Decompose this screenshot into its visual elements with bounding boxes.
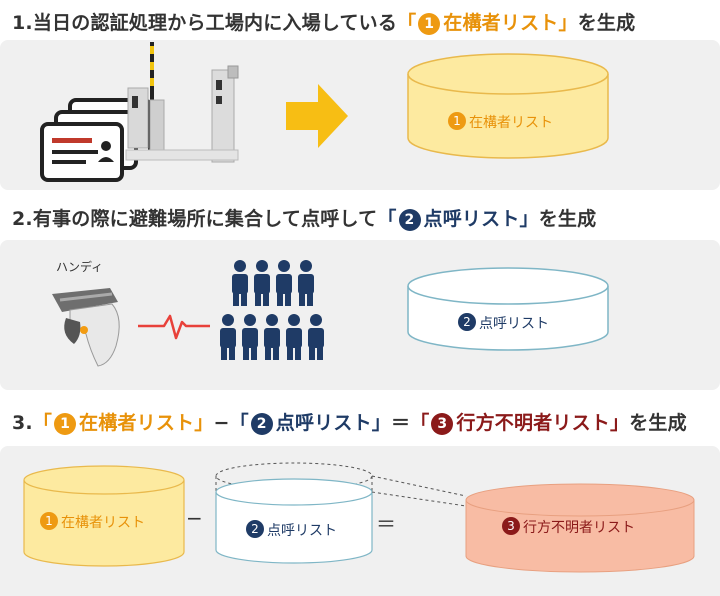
quote-open: 「 xyxy=(32,412,53,434)
badge-2: 2 xyxy=(246,520,264,538)
list-name: 在構者リスト xyxy=(79,412,195,434)
security-gate-icon xyxy=(125,42,239,163)
handheld-scanner-icon xyxy=(52,288,120,367)
quote-open: 「 xyxy=(377,208,397,230)
id-cards-icon xyxy=(40,98,152,182)
badge-1: 1 xyxy=(54,413,77,435)
minus-sign: − xyxy=(213,412,230,434)
quote-close: 」 xyxy=(194,412,214,434)
drum-label-text: 点呼リスト xyxy=(267,523,337,539)
quote-close: 」 xyxy=(558,12,578,34)
quote-close: 」 xyxy=(371,412,391,434)
people-group-icon xyxy=(220,260,324,360)
equals-sign: ＝ xyxy=(391,412,411,434)
badge-3: 3 xyxy=(431,413,454,435)
device-label: ハンディ xyxy=(56,260,104,274)
quote-open: 「 xyxy=(410,412,430,434)
drum-label-text: 在構者リスト xyxy=(469,115,553,131)
quote-open: 「 xyxy=(229,412,249,434)
section-3-suffix: を生成 xyxy=(629,412,687,434)
badge-1: 1 xyxy=(418,13,441,35)
badge-2: 2 xyxy=(250,413,273,435)
attendance-list-drum-small xyxy=(23,465,185,567)
section-2-number: 2. xyxy=(12,208,33,230)
equation-equals: ＝ xyxy=(376,512,396,536)
equation-minus: − xyxy=(186,506,203,530)
badge-1: 1 xyxy=(448,112,466,130)
list-name: 点呼リスト xyxy=(275,412,372,434)
list-name: 在構者リスト xyxy=(443,12,559,34)
section-1-text: 当日の認証処理から工場内に入場している xyxy=(32,12,398,34)
section-2-suffix: を生成 xyxy=(538,208,597,230)
attendance-list-drum xyxy=(407,53,609,159)
right-arrow-icon xyxy=(286,84,348,148)
section-1-suffix: を生成 xyxy=(577,12,636,34)
list-name: 行方不明者リスト xyxy=(456,412,611,434)
drum-label-text: 在構者リスト xyxy=(61,515,145,531)
drum-label-text: 点呼リスト xyxy=(479,316,549,332)
badge-2: 2 xyxy=(458,313,476,331)
rollcall-list-drum xyxy=(407,267,609,351)
missing-list-drum xyxy=(465,483,695,573)
badge-2: 2 xyxy=(398,209,421,231)
section-2-text: 有事の際に避難場所に集合して点呼して xyxy=(32,208,378,230)
quote-close: 」 xyxy=(610,412,630,434)
badge-1: 1 xyxy=(40,512,58,530)
rollcall-list-drum-small xyxy=(215,462,467,564)
section-1-number: 1. xyxy=(12,12,33,34)
quote-close: 」 xyxy=(519,208,539,230)
badge-3: 3 xyxy=(502,517,520,535)
drum-label-text: 行方不明者リスト xyxy=(523,520,635,536)
quote-open: 「 xyxy=(397,12,417,34)
list-name: 点呼リスト xyxy=(423,208,520,230)
pulse-icon xyxy=(138,314,210,340)
section-3-number: 3. xyxy=(12,412,33,434)
